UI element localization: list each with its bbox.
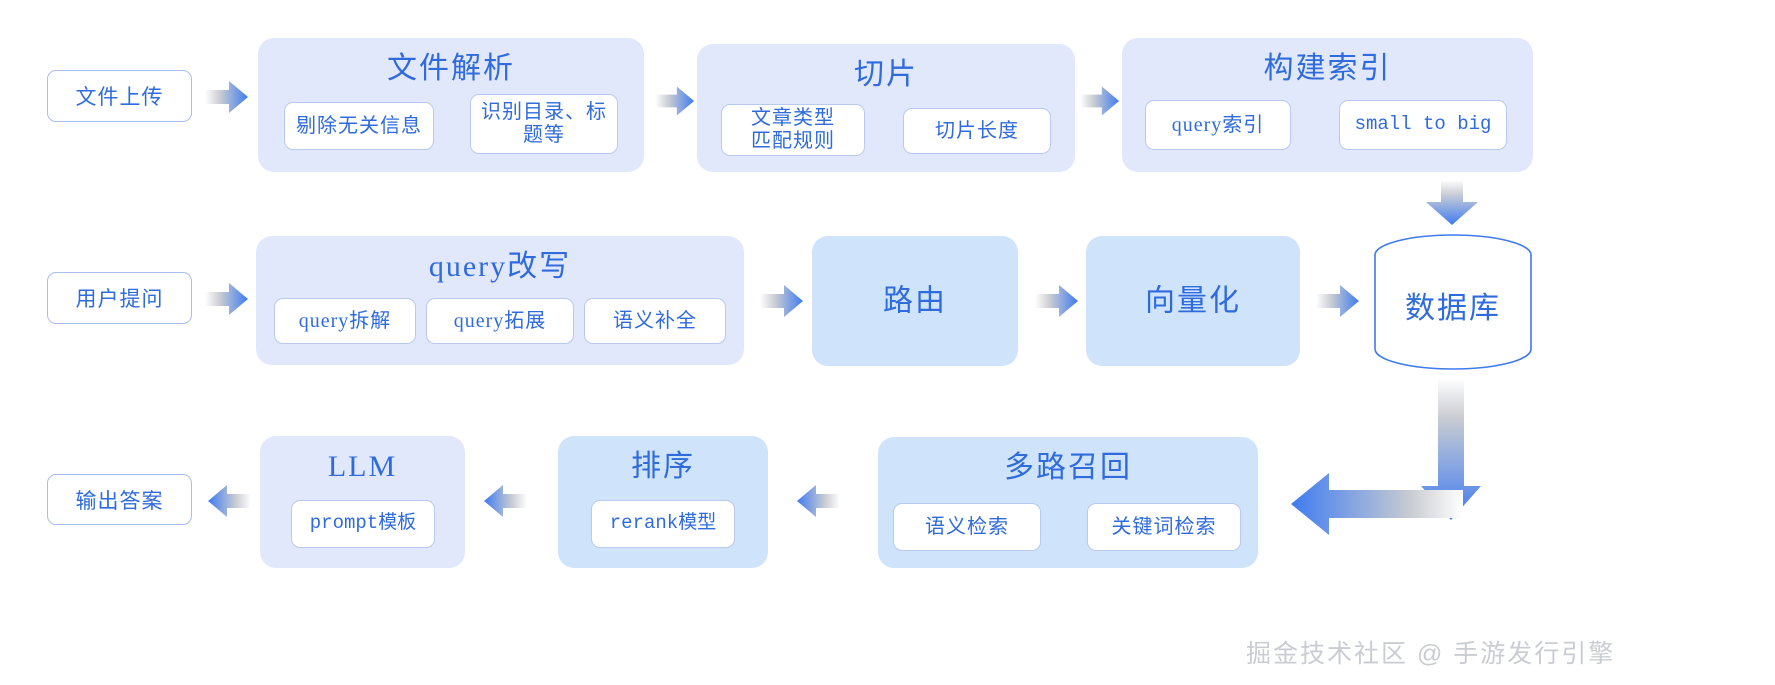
arrow-left-3 xyxy=(796,484,840,518)
watermark: 掘金技术社区 @ 手游发行引擎 xyxy=(1246,640,1616,668)
chip-semantic-completion[interactable]: 语义补全 xyxy=(584,298,726,344)
stage-title-chunking: 切片 xyxy=(854,58,918,91)
chip-chunk-length[interactable]: 切片长度 xyxy=(903,108,1051,154)
stage-title-llm: LLM xyxy=(327,450,398,483)
chip-query-expand[interactable]: query拓展 xyxy=(426,298,574,344)
chip-query-decompose[interactable]: query拆解 xyxy=(274,298,416,344)
stage-multi-recall[interactable]: 多路召回 语义检索 关键词检索 xyxy=(878,437,1258,568)
entry-file-upload[interactable]: 文件上传 xyxy=(47,70,192,122)
stage-build-index[interactable]: 构建索引 query索引 small to big xyxy=(1122,38,1533,172)
arrow-left-1 xyxy=(207,484,251,518)
chip-remove-irrelevant[interactable]: 剔除无关信息 xyxy=(284,102,434,150)
chip-keyword-search[interactable]: 关键词检索 xyxy=(1087,503,1241,551)
database-label: 数据库 xyxy=(1405,291,1501,325)
chip-article-type-rules[interactable]: 文章类型 匹配规则 xyxy=(721,104,865,156)
arrow-database-to-recall xyxy=(1285,378,1505,538)
arrow-right-4 xyxy=(205,282,249,316)
database-cylinder[interactable]: 数据库 xyxy=(1373,233,1533,371)
arrow-right-6 xyxy=(1035,284,1079,318)
arrow-left-2 xyxy=(483,484,527,518)
arrow-down-to-database xyxy=(1422,180,1482,226)
stage-title-routing: 路由 xyxy=(883,284,947,318)
exit-output-answer[interactable]: 输出答案 xyxy=(47,474,192,525)
chip-rerank-model[interactable]: rerank模型 xyxy=(591,500,735,548)
arrow-right-1 xyxy=(205,80,249,114)
stage-chunking[interactable]: 切片 文章类型 匹配规则 切片长度 xyxy=(697,44,1075,172)
chip-semantic-search[interactable]: 语义检索 xyxy=(893,503,1041,551)
stage-title-build-index: 构建索引 xyxy=(1263,52,1392,85)
stage-file-parsing[interactable]: 文件解析 剔除无关信息 识别目录、标题等 xyxy=(258,38,644,172)
stage-llm[interactable]: LLM prompt模板 xyxy=(260,436,465,568)
stage-query-rewrite[interactable]: query改写 query拆解 query拓展 语义补全 xyxy=(256,236,744,365)
stage-vectorization[interactable]: 向量化 xyxy=(1086,236,1300,366)
chip-prompt-template[interactable]: prompt模板 xyxy=(291,500,435,548)
stage-ranking[interactable]: 排序 rerank模型 xyxy=(558,436,768,568)
chip-small-to-big[interactable]: small to big xyxy=(1339,100,1507,150)
arrow-right-3 xyxy=(1080,85,1120,117)
stage-title-multi-recall: 多路召回 xyxy=(1004,451,1132,484)
arrow-right-7 xyxy=(1316,284,1360,318)
stage-title-query-rewrite: query改写 xyxy=(428,250,572,283)
chip-identify-toc-title[interactable]: 识别目录、标题等 xyxy=(470,94,618,154)
stage-title-ranking: 排序 xyxy=(631,450,695,483)
stage-routing[interactable]: 路由 xyxy=(812,236,1018,366)
arrow-right-2 xyxy=(655,85,695,117)
stage-title-vectorization: 向量化 xyxy=(1145,284,1241,318)
stage-title-file-parsing: 文件解析 xyxy=(387,52,515,85)
entry-user-question[interactable]: 用户提问 xyxy=(47,272,192,324)
arrow-right-5 xyxy=(760,284,804,318)
chip-query-index[interactable]: query索引 xyxy=(1145,100,1291,150)
